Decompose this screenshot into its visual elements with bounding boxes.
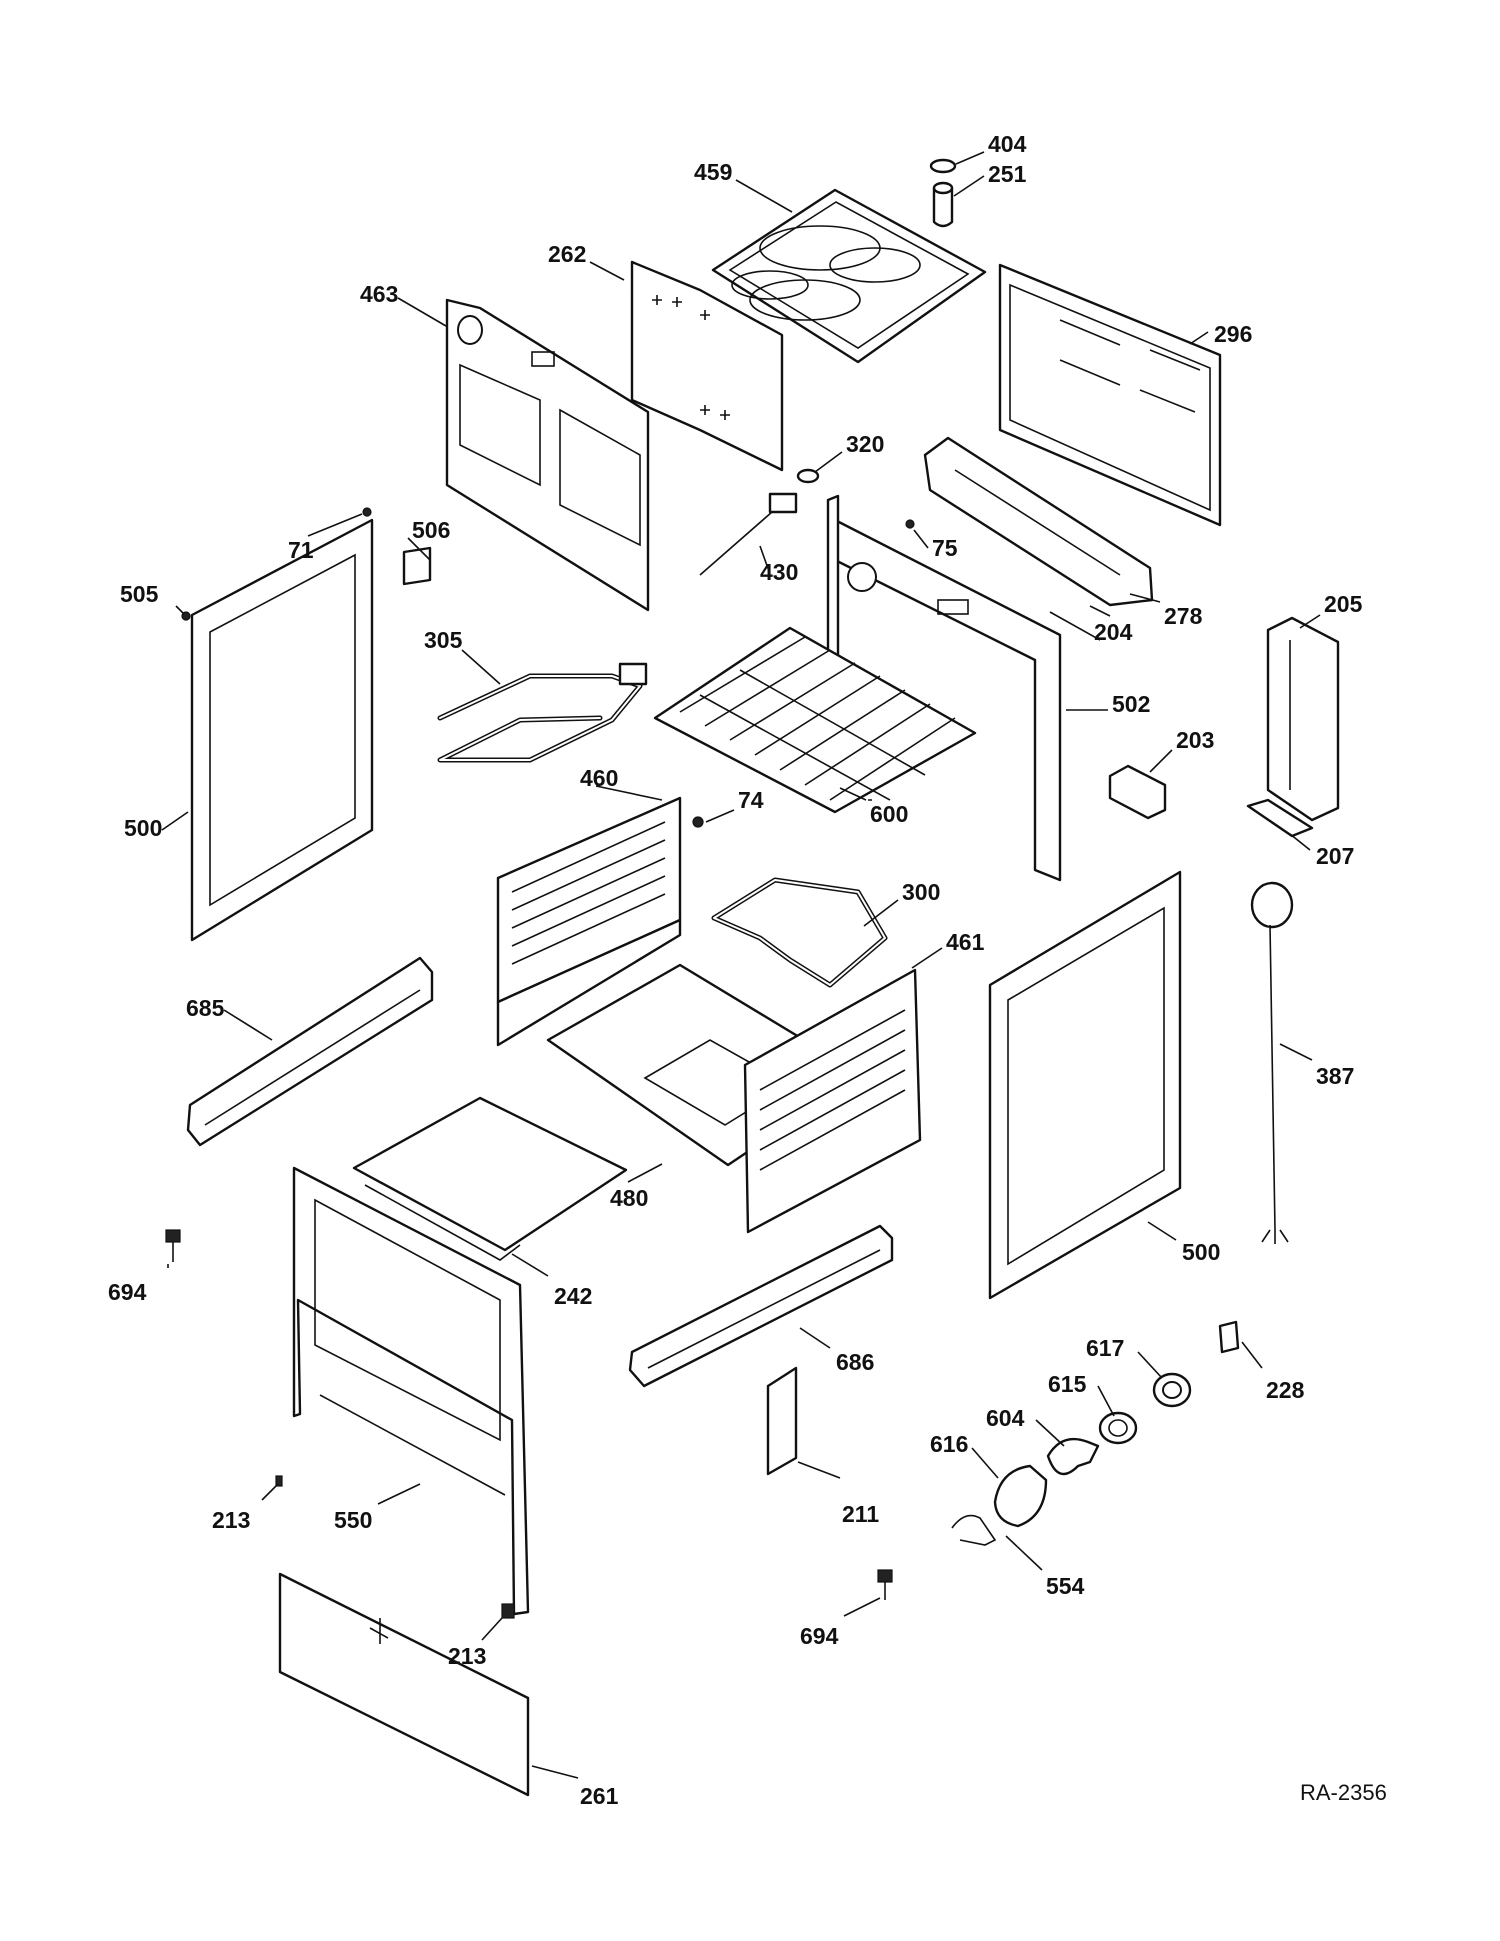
part-262-panel	[630, 260, 784, 472]
callout-213-left: 213	[212, 1507, 250, 1533]
callout-228: 228	[1266, 1377, 1305, 1403]
part-211-bracket	[766, 1366, 798, 1476]
callout-242: 242	[554, 1283, 592, 1309]
callout-305: 305	[424, 627, 463, 653]
callout-75: 75	[932, 535, 958, 561]
part-685-drawer-slide	[186, 956, 434, 1147]
part-615-lamp-socket	[1098, 1411, 1138, 1445]
part-305-broil-element	[437, 662, 648, 763]
part-205-side-channel	[1266, 616, 1340, 822]
part-463-side-panel	[445, 298, 650, 612]
part-74-screw	[692, 816, 704, 828]
callout-203: 203	[1176, 727, 1214, 753]
part-550-front-frame	[292, 1166, 530, 1616]
callout-251: 251	[988, 161, 1027, 187]
callout-213-right: 213	[448, 1643, 486, 1669]
callout-685: 685	[186, 995, 225, 1021]
callout-694-left: 694	[108, 1279, 147, 1305]
callout-505: 505	[120, 581, 159, 607]
callout-500-right: 500	[1182, 1239, 1220, 1265]
part-387-power-cord	[1250, 881, 1294, 1244]
callout-694-right: 694	[800, 1623, 839, 1649]
part-75-screw	[905, 519, 915, 529]
callout-459: 459	[694, 159, 732, 185]
part-320-clip	[796, 468, 820, 484]
part-213-foot-left	[275, 1475, 283, 1487]
callout-616: 616	[930, 1431, 968, 1457]
part-694-screw-left	[165, 1229, 181, 1262]
callout-300: 300	[902, 879, 940, 905]
callout-600: 600	[870, 801, 908, 827]
part-460-liner-side	[496, 796, 682, 1047]
callout-320: 320	[846, 431, 884, 457]
part-461-liner	[546, 963, 922, 1234]
part-430-sensor	[699, 492, 798, 576]
part-404-cap	[929, 158, 957, 174]
callout-labels: 404 251 459 262 463 296 320 71 506 75 43…	[108, 131, 1387, 1809]
callout-506: 506	[412, 517, 450, 543]
callout-550: 550	[334, 1507, 372, 1533]
part-600-oven-rack	[653, 626, 977, 814]
callout-387: 387	[1316, 1063, 1354, 1089]
callout-404: 404	[988, 131, 1027, 157]
callout-615: 615	[1048, 1371, 1087, 1397]
part-242-drawer-panel	[364, 1184, 521, 1261]
part-261-kick-panel	[278, 1572, 530, 1797]
part-213-foot-right	[501, 1603, 515, 1619]
part-459-cooktop	[711, 188, 987, 364]
callout-261: 261	[580, 1783, 619, 1809]
callout-460: 460	[580, 765, 618, 791]
callout-278: 278	[1164, 603, 1203, 629]
callout-71: 71	[288, 537, 314, 563]
callout-480: 480	[610, 1185, 648, 1211]
part-251-knob	[932, 181, 954, 228]
callout-502: 502	[1112, 691, 1150, 717]
part-694-screw-right	[877, 1569, 893, 1600]
leader-lines	[161, 151, 1321, 1779]
callout-296: 296	[1214, 321, 1252, 347]
part-500-right-frame	[988, 870, 1182, 1300]
part-300-bake-element	[711, 877, 888, 988]
part-506-bracket	[402, 546, 432, 586]
part-554-wire-clip	[951, 1514, 997, 1546]
callout-617: 617	[1086, 1335, 1124, 1361]
callout-204: 204	[1094, 619, 1133, 645]
part-203-terminal-block	[1108, 764, 1167, 820]
part-204-bracket	[1049, 611, 1101, 641]
callout-686: 686	[836, 1349, 874, 1375]
callout-461: 461	[946, 929, 985, 955]
part-617-lamp-ring	[1152, 1372, 1192, 1408]
callout-74: 74	[738, 787, 764, 813]
part-604-bulb	[1046, 1437, 1100, 1476]
callout-463: 463	[360, 281, 398, 307]
part-296-back-cover	[998, 263, 1222, 527]
part-228-switch	[1218, 1320, 1240, 1354]
callout-205: 205	[1324, 591, 1363, 617]
callout-430: 430	[760, 559, 798, 585]
callout-262: 262	[548, 241, 586, 267]
part-480-drawer-pan	[352, 1096, 628, 1252]
callout-554: 554	[1046, 1573, 1085, 1599]
part-207-bracket	[1246, 798, 1314, 838]
part-71-screw	[362, 507, 372, 517]
diagram-code: RA-2356	[1300, 1780, 1387, 1805]
callout-500-left: 500	[124, 815, 162, 841]
part-686-drawer-slide	[628, 1224, 894, 1388]
callout-207: 207	[1316, 843, 1354, 869]
callout-604: 604	[986, 1405, 1025, 1431]
part-616-lamp-cover	[993, 1464, 1048, 1528]
part-500-left-frame	[190, 518, 374, 942]
callout-211: 211	[842, 1501, 879, 1527]
